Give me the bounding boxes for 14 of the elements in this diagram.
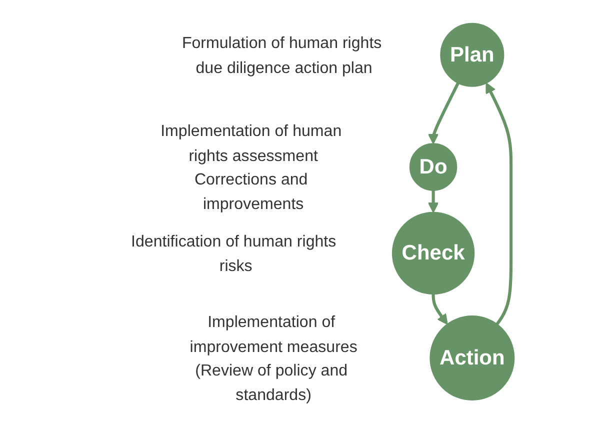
node-label: Formulation of human rights due diligence action plan xyxy=(182,33,382,76)
arrow xyxy=(486,82,513,326)
node-label: Corrections and improvements xyxy=(194,169,308,212)
node-circle xyxy=(409,143,458,191)
node-label: Implementation of improvement measures xyxy=(190,312,358,355)
arrow xyxy=(428,82,460,144)
arrow xyxy=(432,294,448,325)
node-circle xyxy=(392,212,475,295)
node-label: Implementation of human rights assessment xyxy=(160,121,342,164)
node-circle xyxy=(430,316,515,401)
arrow xyxy=(428,190,439,213)
node-label: (Review of policy and standards) xyxy=(195,360,348,404)
node-circle xyxy=(440,22,504,87)
node-label: Identification of human rights risks xyxy=(131,232,336,274)
